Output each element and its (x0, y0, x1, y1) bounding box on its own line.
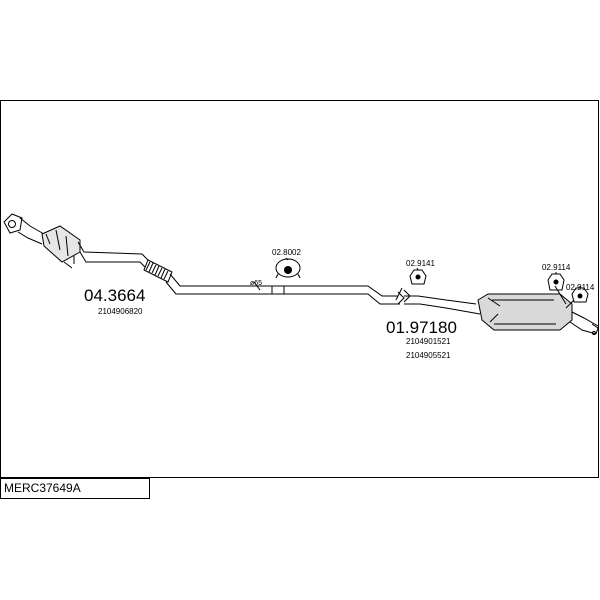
mount-number: 02.8002 (272, 248, 301, 257)
rear-silencer-oem-1: 2104901521 (406, 337, 451, 346)
diagram-code-box: MERC37649A (0, 478, 150, 499)
hanger-mid-number: 02.9141 (406, 259, 435, 268)
hanger-rear-2-number: 02.9114 (566, 283, 595, 292)
front-flange (3, 213, 45, 245)
rear-silencer-oem-2: 2104905521 (406, 351, 451, 360)
mount-icon (275, 258, 301, 279)
front-pipe (63, 241, 285, 295)
diameter-label: ø65 (250, 280, 262, 287)
middle-pipe (284, 285, 481, 315)
hanger-icon (571, 287, 589, 303)
rear-silencer-number: 01.97180 (386, 318, 457, 337)
hanger-icon (409, 269, 427, 285)
hanger-icon (547, 273, 565, 291)
flex-section (143, 259, 173, 283)
front-pipe-number: 04.3664 (84, 286, 145, 305)
front-pipe-oem: 2104906820 (98, 307, 143, 316)
hanger-rear-1-number: 02.9114 (542, 263, 571, 272)
rear-silencer (477, 293, 599, 335)
diagram-code: MERC37649A (4, 481, 81, 495)
diagram-frame (0, 100, 599, 478)
